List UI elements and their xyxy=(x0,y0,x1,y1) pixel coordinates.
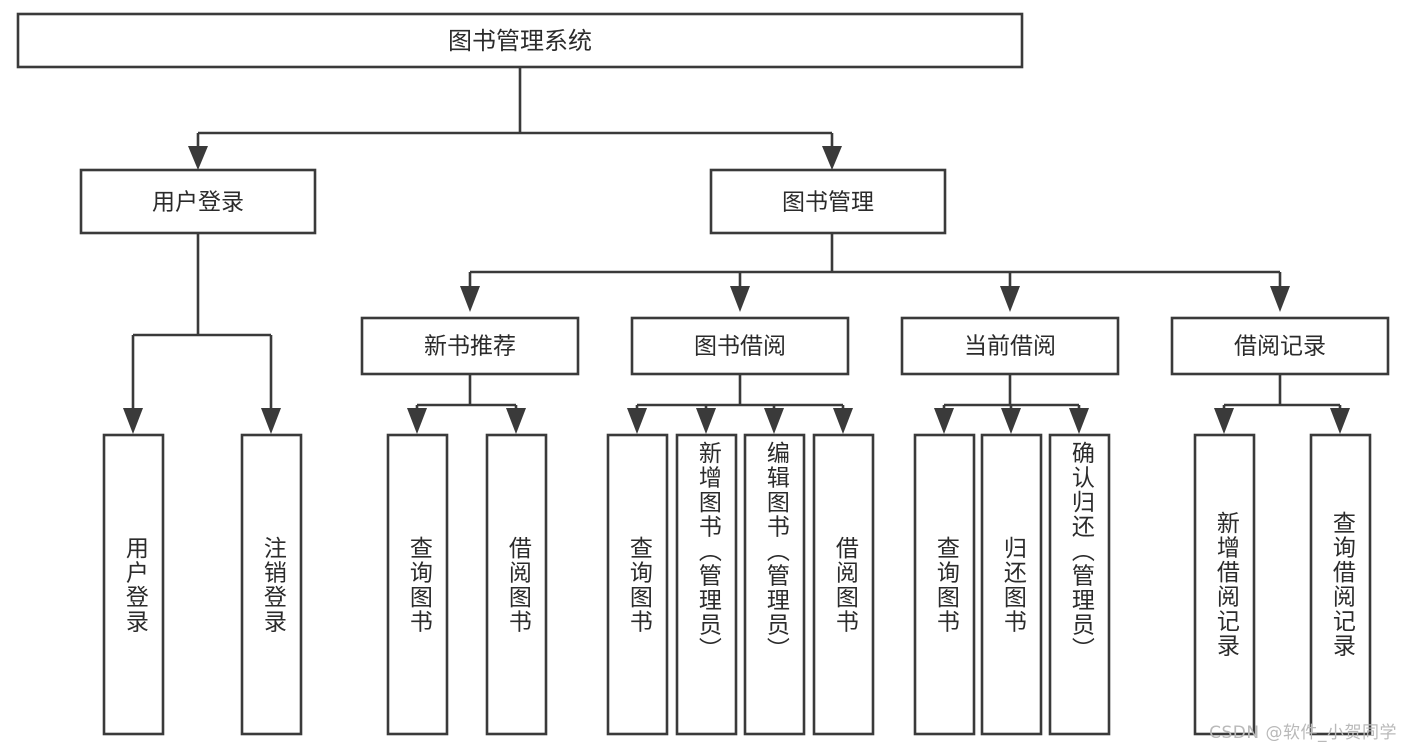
leaf-boxes xyxy=(102,433,1372,736)
node-new-book-recommend[interactable]: 新书推荐 xyxy=(360,316,580,376)
arrow-to-leaf-cb-2 xyxy=(1069,408,1089,434)
arrow-to-leaf-cb-1 xyxy=(1001,408,1021,434)
arrow-to-leaf-nbr-0 xyxy=(407,408,427,434)
node-user-login-label: 用户登录 xyxy=(152,190,244,216)
leaf-box-nbr-query-book[interactable] xyxy=(386,433,449,736)
node-borrow-record[interactable]: 借阅记录 xyxy=(1170,316,1390,376)
leaf-box-bb-edit-book[interactable] xyxy=(743,433,806,736)
node-current-borrow[interactable]: 当前借阅 xyxy=(900,316,1120,376)
arrow-to-leaf-cb-0 xyxy=(934,408,954,434)
leaf-box-user-login[interactable] xyxy=(102,433,165,736)
node-book-management-label: 图书管理 xyxy=(782,190,874,216)
leaf-box-bb-add-book[interactable] xyxy=(675,433,738,736)
node-new-book-recommend-box[interactable] xyxy=(360,316,580,376)
node-borrow-record-label: 借阅记录 xyxy=(1234,334,1326,360)
arrow-to-leaf-bb-3 xyxy=(833,408,853,434)
arrow-to-user-login xyxy=(188,146,208,170)
node-user-login-box[interactable] xyxy=(79,168,317,235)
leaf-box-nbr-borrow-book[interactable] xyxy=(485,433,548,736)
arrow-to-leaf-nbr-1 xyxy=(506,408,526,434)
node-user-login[interactable]: 用户登录 xyxy=(79,168,317,235)
arrow-to-book-borrow xyxy=(730,286,750,312)
arrow-to-leaf-bb-0 xyxy=(627,408,647,434)
node-new-book-recommend-label: 新书推荐 xyxy=(424,334,516,360)
leaf-box-br-query-record[interactable] xyxy=(1309,433,1372,736)
leaf-box-cb-query-book[interactable] xyxy=(913,433,976,736)
edge-group-current-borrow-to-leaves xyxy=(934,374,1089,434)
node-root-box[interactable] xyxy=(16,12,1024,69)
arrow-to-new-book-recommend xyxy=(460,286,480,312)
leaf-box-cb-return-book[interactable] xyxy=(980,433,1043,736)
leaf-box-logout[interactable] xyxy=(240,433,303,736)
node-root-label: 图书管理系统 xyxy=(448,27,592,55)
node-book-management[interactable]: 图书管理 xyxy=(709,168,947,235)
arrow-to-leaf-br-1 xyxy=(1330,408,1350,434)
arrow-to-leaf-bb-2 xyxy=(764,408,784,434)
edge-group-user-login-to-leaves xyxy=(123,233,281,434)
arrow-to-current-borrow xyxy=(1000,286,1020,312)
leaf-box-br-add-record[interactable] xyxy=(1193,433,1256,736)
node-root[interactable]: 图书管理系统 xyxy=(16,12,1024,69)
arrow-to-leaf-logout xyxy=(261,408,281,434)
arrow-to-leaf-user-login xyxy=(123,408,143,434)
node-borrow-record-box[interactable] xyxy=(1170,316,1390,376)
arrow-to-leaf-br-0 xyxy=(1214,408,1234,434)
edge-group-book-borrow-to-leaves xyxy=(627,374,853,434)
node-current-borrow-label: 当前借阅 xyxy=(964,334,1056,360)
node-book-borrow-label: 图书借阅 xyxy=(694,334,786,360)
arrow-to-book-management xyxy=(822,146,842,170)
node-book-management-box[interactable] xyxy=(709,168,947,235)
node-current-borrow-box[interactable] xyxy=(900,316,1120,376)
edge-group-root-to-level1 xyxy=(188,67,842,170)
arrow-to-borrow-record xyxy=(1270,286,1290,312)
edge-group-book-mgmt-to-level2 xyxy=(460,233,1290,312)
edge-group-borrow-record-to-leaves xyxy=(1214,374,1350,434)
leaf-box-cb-confirm-return[interactable] xyxy=(1048,433,1111,736)
edge-group-new-book-recommend-to-leaves xyxy=(407,374,526,434)
node-book-borrow-box[interactable] xyxy=(630,316,850,376)
node-book-borrow[interactable]: 图书借阅 xyxy=(630,316,850,376)
leaf-box-bb-query-book[interactable] xyxy=(606,433,669,736)
arrow-to-leaf-bb-1 xyxy=(696,408,716,434)
csdn-watermark: CSDN @软件_小贺同学 xyxy=(1209,723,1397,743)
leaf-box-bb-borrow-book[interactable] xyxy=(812,433,875,736)
